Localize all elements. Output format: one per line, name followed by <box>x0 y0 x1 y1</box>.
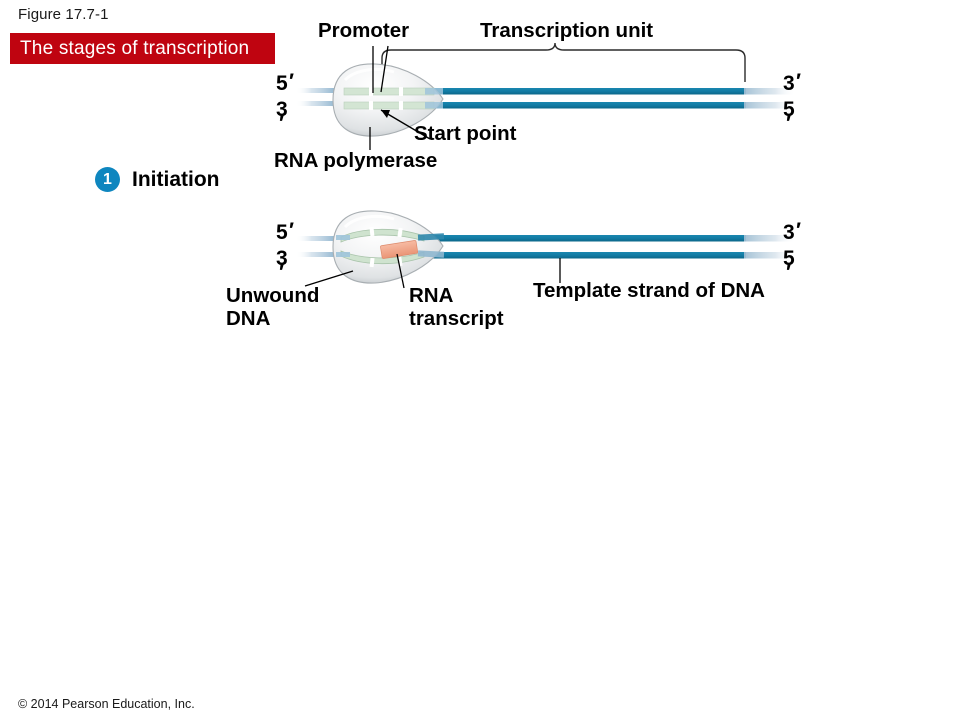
figure-number: Figure 17.7-1 <box>18 6 109 23</box>
label-promoter: Promoter <box>318 19 410 42</box>
prime-mark: ′ <box>289 219 295 242</box>
dna-strand-top <box>428 88 746 95</box>
panel1-right-bottom-end: 5 <box>783 98 795 121</box>
dna-strand-bottom <box>428 102 746 109</box>
step-label: Initiation <box>132 167 220 191</box>
panel2-left-top-end: 5 <box>276 221 288 244</box>
label-transcription-unit: Transcription unit <box>480 19 654 42</box>
dna2-strand-top <box>428 235 746 242</box>
prime-mark: ′ <box>279 261 285 284</box>
prime-mark: ′ <box>796 70 802 93</box>
leader-promoter-2 <box>380 45 389 93</box>
transcription-bubble <box>336 226 445 268</box>
step-number-badge: 1 <box>95 167 120 192</box>
prime-mark: ′ <box>786 261 792 284</box>
dna-left-fade-bottom <box>296 101 340 106</box>
panel1-right-top-end: 3 <box>783 72 795 95</box>
prime-mark: ′ <box>289 70 295 93</box>
label-rna-polymerase: RNA polymerase <box>274 149 438 172</box>
leader-rna-transcript <box>396 253 405 289</box>
label-template-strand: Template strand of DNA <box>533 279 765 302</box>
dna2-left-fade-bottom <box>296 252 340 257</box>
panel-initiation-graphics <box>296 42 796 150</box>
panel1-left-top-end: 5 <box>276 72 288 95</box>
rna-polymerase-shape-2 <box>332 210 444 284</box>
label-rna-transcript-line2: transcript <box>409 306 504 330</box>
copyright-notice: © 2014 Pearson Education, Inc. <box>18 697 195 711</box>
figure-title-banner: The stages of transcription <box>10 33 275 64</box>
label-unwound-dna-line1: Unwound <box>226 284 320 307</box>
dna2-left-fade-top <box>296 236 340 241</box>
step-initiation: 1 Initiation <box>95 167 220 192</box>
label-unwound-dna: Unwound DNA <box>226 284 320 331</box>
leader-start-point-arrow <box>381 110 390 118</box>
dna2-template-strand <box>428 252 746 259</box>
label-rna-transcript: RNA transcript <box>409 284 504 331</box>
dna-left-fade-top <box>296 88 340 93</box>
figure-title-text: The stages of transcription <box>20 37 250 59</box>
panel2-left-bottom-end: 3 <box>276 247 288 270</box>
prime-mark: ′ <box>279 112 285 135</box>
label-unwound-dna-line2: DNA <box>226 306 271 330</box>
rna-transcript-shape <box>380 240 419 259</box>
label-rna-transcript-line1: RNA <box>409 284 454 307</box>
prime-mark: ′ <box>796 219 802 242</box>
panel1-left-bottom-end: 3 <box>276 98 288 121</box>
panel2-right-top-end: 3 <box>783 221 795 244</box>
dna-segments-in-polymerase-1 <box>343 87 443 110</box>
panel-elongation-graphics <box>296 210 796 289</box>
transcription-unit-brace <box>381 42 746 82</box>
panel2-right-bottom-end: 5 <box>783 247 795 270</box>
label-start-point: Start point <box>414 122 517 145</box>
prime-mark: ′ <box>786 112 792 135</box>
